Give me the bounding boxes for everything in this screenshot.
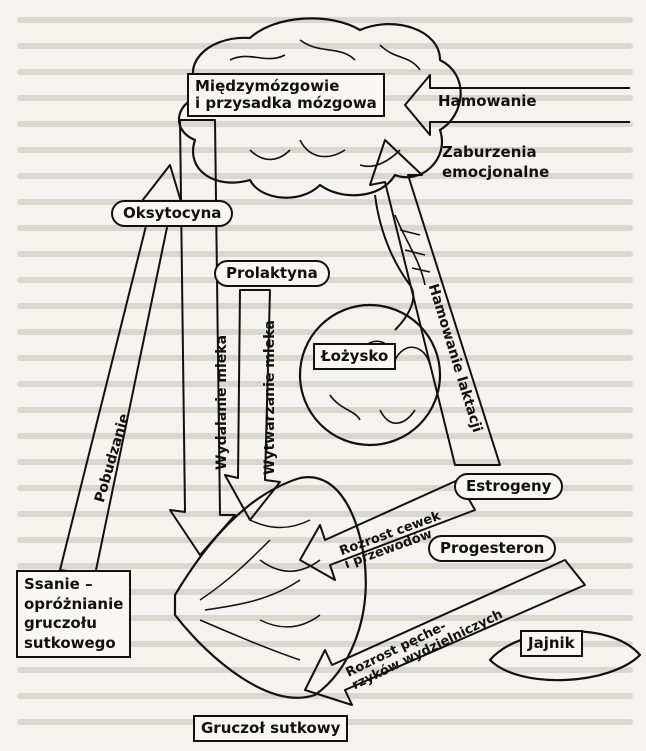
emotional-label: Zaburzenia emocjonalne <box>442 143 549 182</box>
ovary-box: Jajnik <box>520 630 583 657</box>
estrogens-pill: Estrogeny <box>454 473 563 500</box>
inhibition-label: Hamowanie <box>438 93 537 110</box>
suckling-box: Ssanie – opróżnianie gruczołu sutkowego <box>16 570 131 658</box>
milk-ejection-label: Wydalanie mleka <box>214 335 230 470</box>
hypothalamus-box: Międzymózgowie i przysadka mózgowa <box>187 73 385 117</box>
gland-box: Gruczoł sutkowy <box>193 715 348 742</box>
gland-lobules <box>200 520 320 660</box>
placenta-box: Łożysko <box>313 343 396 370</box>
oxytocin-pill: Oksytocyna <box>111 200 233 227</box>
milk-production-label: Wytwarzanie mleka <box>262 320 278 475</box>
prolactin-pill: Prolaktyna <box>214 260 330 287</box>
placenta-circle <box>300 305 440 445</box>
progesterone-pill: Progesteron <box>428 535 556 562</box>
gland-outline <box>175 477 366 698</box>
